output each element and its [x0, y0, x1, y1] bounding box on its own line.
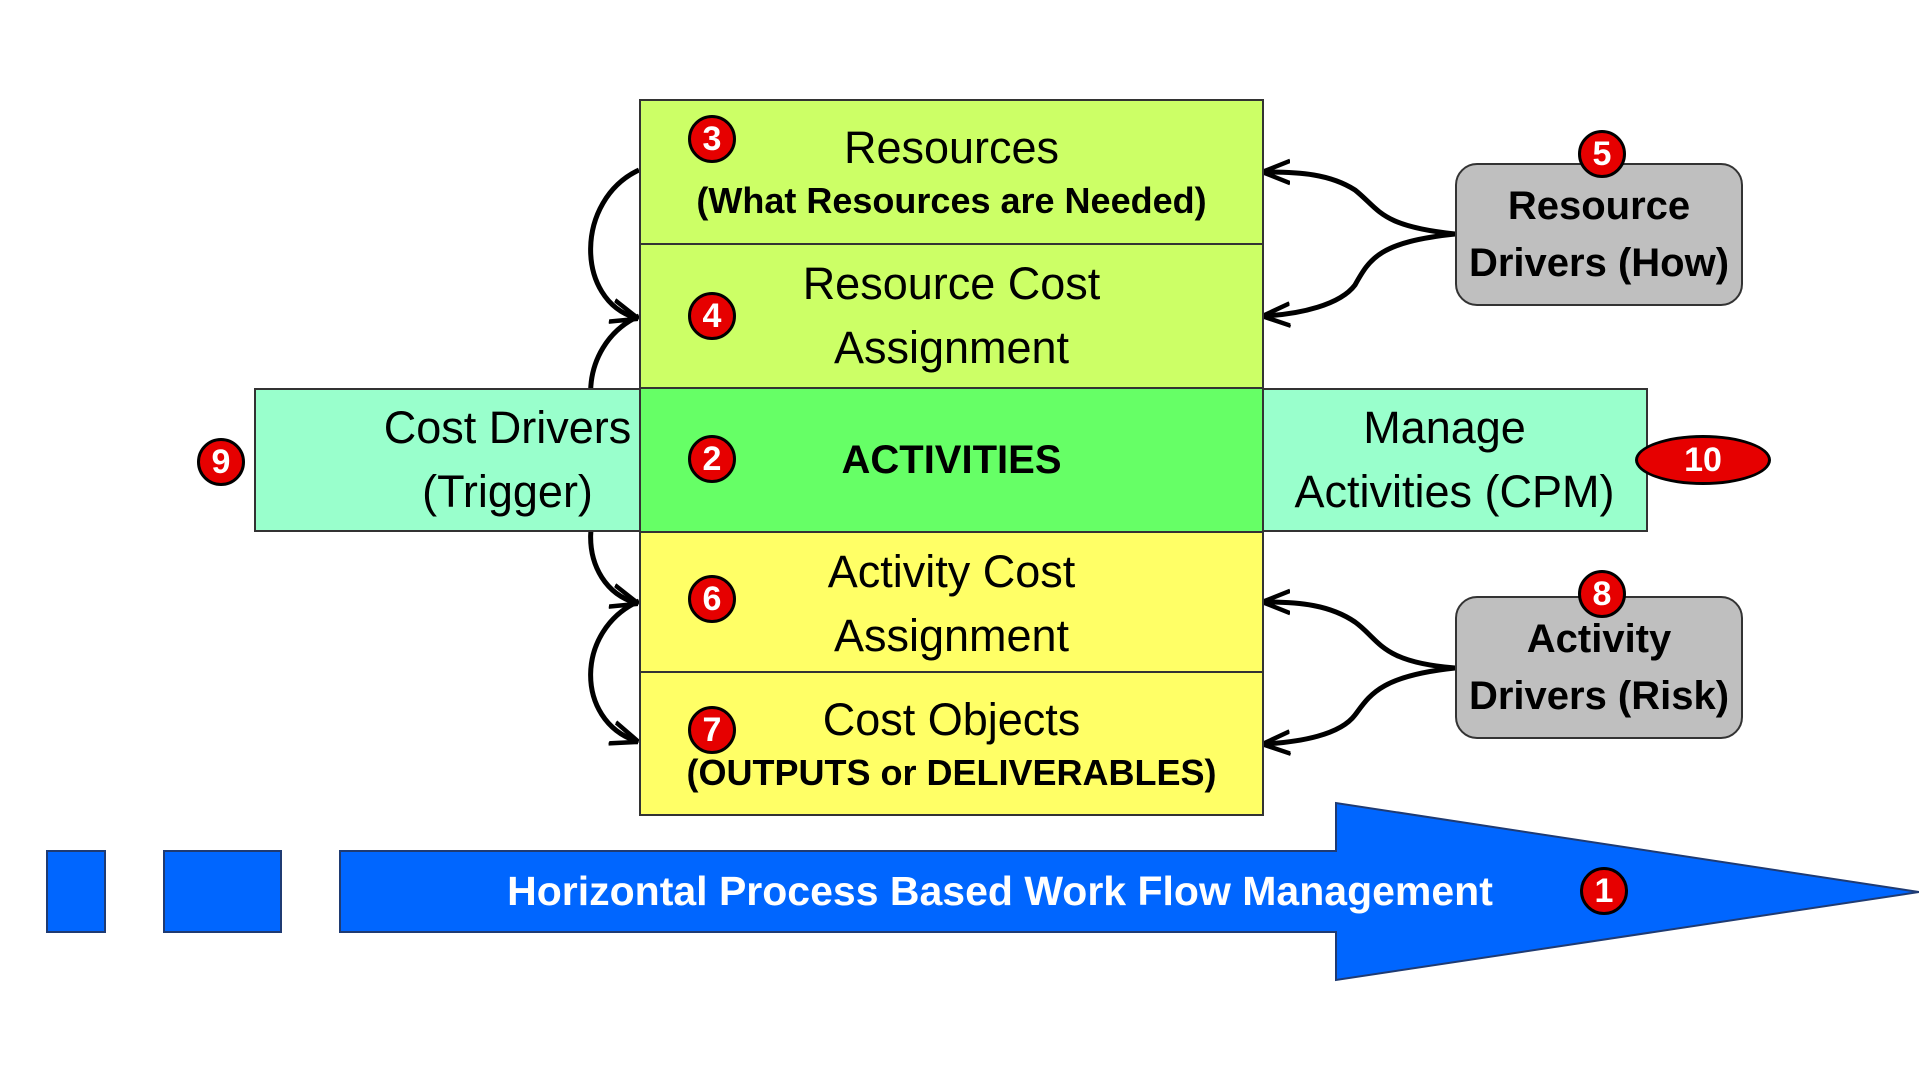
- cost-objects-block: [639, 671, 1264, 816]
- arrow-resource-driver-up: [1265, 172, 1456, 237]
- activity-drivers-line1: Activity: [1526, 616, 1672, 661]
- badge-3: 3: [688, 115, 736, 163]
- arrow-resource-driver-down: [1265, 231, 1456, 316]
- cost-objects-title: Cost Objects: [822, 693, 1081, 745]
- cost-drivers-line2: (Trigger): [422, 466, 593, 517]
- badge-2: 2: [688, 435, 736, 483]
- resource-drivers-box: [1455, 163, 1743, 306]
- badge-7: 7: [688, 706, 736, 754]
- activities-label: ACTIVITIES: [841, 437, 1062, 482]
- activity-drivers-label: Activity Drivers (Risk): [1455, 596, 1743, 739]
- flow-label: Horizontal Process Based Work Flow Manag…: [507, 868, 1493, 914]
- activity-drivers-box: [1455, 596, 1743, 739]
- resource-cost-block: [639, 243, 1264, 389]
- badge-1: 1: [1580, 867, 1628, 915]
- activity-cost-line2: Assignment: [833, 610, 1070, 661]
- resource-drivers-label: Resource Drivers (How): [1455, 163, 1743, 306]
- resource-cost-line2: Assignment: [833, 322, 1070, 373]
- flow-dash-1: [46, 850, 106, 933]
- resources-label: Resources (What Resources are Needed): [639, 99, 1264, 245]
- cost-objects-label: Cost Objects (OUTPUTS or DELIVERABLES): [639, 671, 1264, 816]
- flow-dash-2: [163, 850, 282, 933]
- manage-activities-line1: Manage: [1363, 402, 1526, 453]
- resources-subtitle: (What Resources are Needed): [696, 180, 1207, 221]
- activity-cost-label: Activity Cost Assignment: [639, 531, 1264, 677]
- resource-cost-line1: Resource Cost: [802, 258, 1101, 309]
- manage-activities-line2: Activities (CPM): [1294, 466, 1615, 517]
- resources-block: [639, 99, 1264, 245]
- activity-cost-block: [639, 531, 1264, 677]
- badge-10: 10: [1635, 435, 1771, 485]
- cost-drivers-box: [254, 388, 641, 532]
- badge-4: 4: [688, 292, 736, 340]
- badge-5: 5: [1578, 130, 1626, 178]
- right-connector-arrows: [1265, 172, 1456, 744]
- badge-8: 8: [1578, 570, 1626, 618]
- cost-objects-subtitle: (OUTPUTS or DELIVERABLES): [686, 751, 1217, 793]
- arrow-resources-to-resource-cost: [588, 167, 639, 318]
- resource-drivers-line2: Drivers (How): [1468, 240, 1730, 285]
- activity-drivers-line2: Drivers (Risk): [1468, 673, 1730, 718]
- badge-6: 6: [688, 575, 736, 623]
- resource-drivers-line1: Resource: [1507, 183, 1691, 228]
- cost-drivers-line1: Cost Drivers: [383, 402, 632, 453]
- activity-cost-line1: Activity Cost: [827, 546, 1076, 597]
- manage-activities-label: Manage Activities (CPM): [1261, 388, 1648, 532]
- badge-9: 9: [197, 438, 245, 486]
- arrow-activity-driver-down: [1265, 665, 1456, 744]
- resources-title: Resources: [843, 122, 1060, 173]
- arrow-activity-cost-to-cost-objects: [588, 598, 639, 741]
- manage-activities-box: [1261, 388, 1648, 532]
- resource-cost-label: Resource Cost Assignment: [639, 243, 1264, 389]
- arrow-activity-driver-up: [1265, 602, 1456, 671]
- flow-arrow: [339, 801, 1919, 982]
- cost-drivers-label: Cost Drivers (Trigger): [254, 388, 641, 532]
